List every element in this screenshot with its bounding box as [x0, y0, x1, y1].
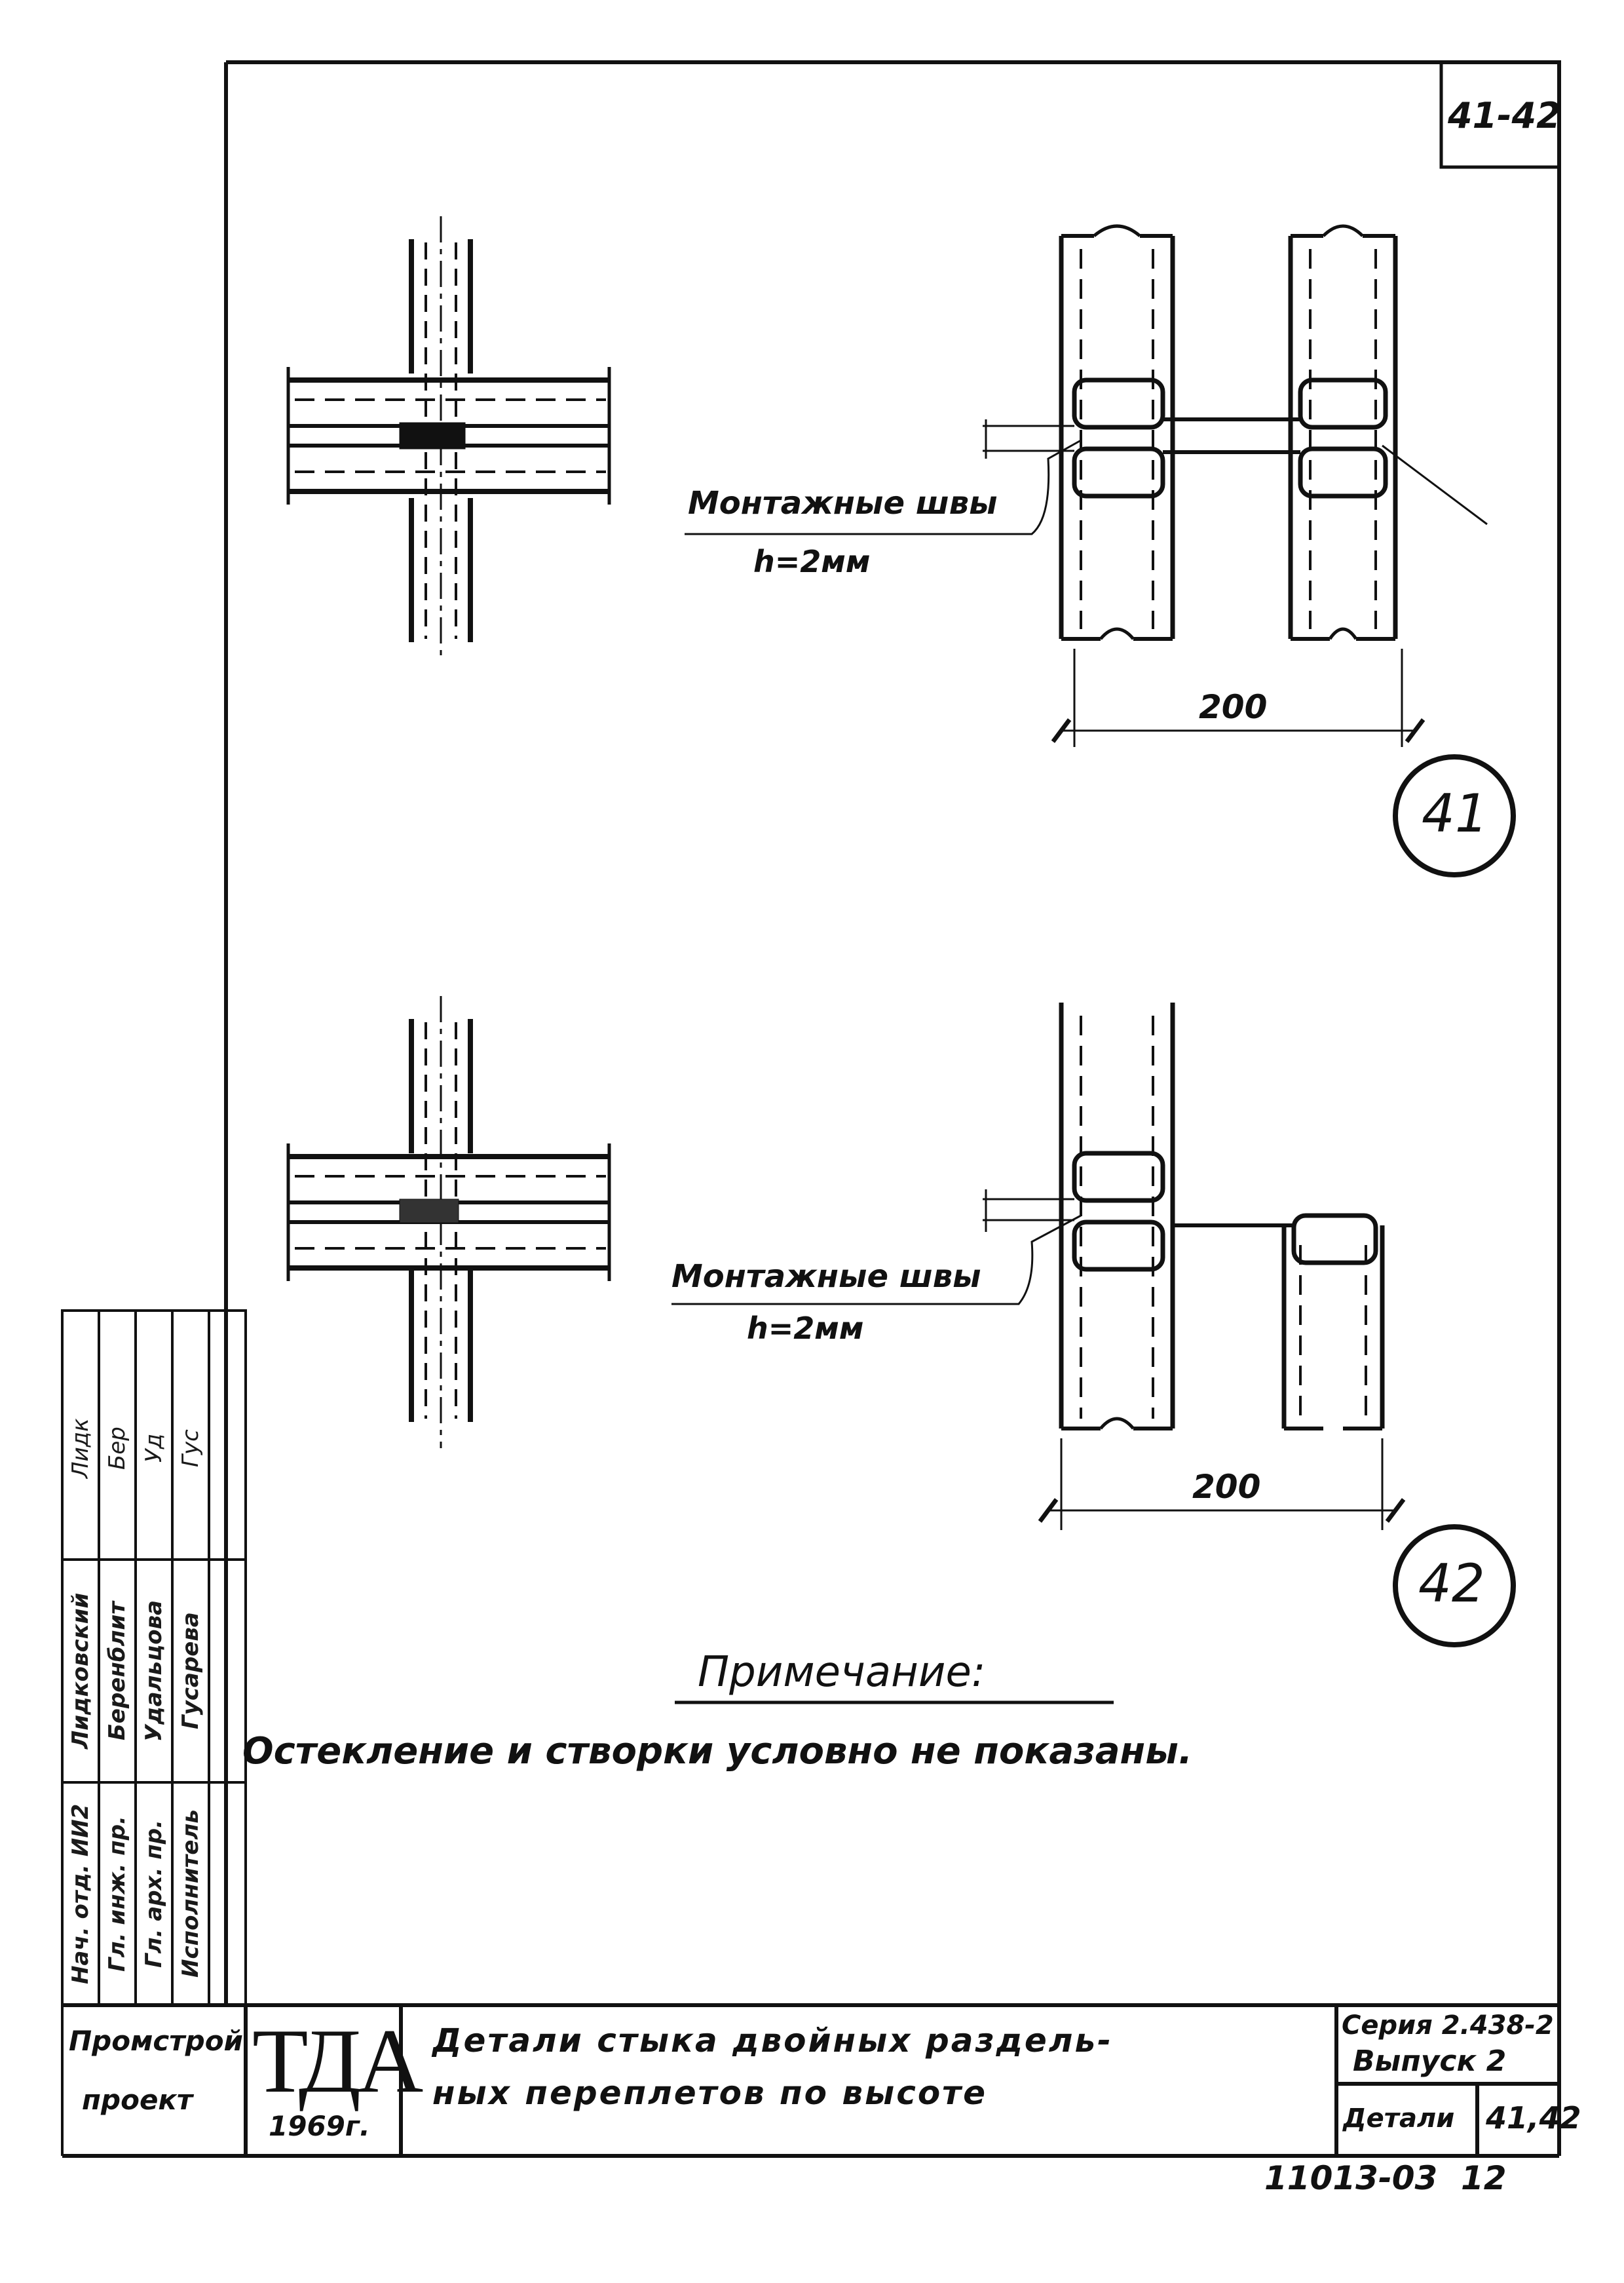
approval-role-2: Гл. инж. пр. [104, 1816, 130, 1972]
approval-signature-4: Гус [178, 1429, 204, 1467]
organization-line-2: проект [82, 2084, 193, 2116]
approval-role-1: Нач. отд. ИИ2 [67, 1803, 94, 1984]
approval-name-1: Лидковский [67, 1592, 94, 1750]
detail-42-weld-height: h=2мм [747, 1311, 864, 1346]
organization-line-1: Промстрой [69, 2025, 243, 2057]
detail-41-dimension: 200 [1199, 688, 1268, 726]
detail-42-callout-circle [1393, 1524, 1516, 1647]
approval-name-2: Беренблит [104, 1601, 130, 1741]
title-line-2: ных переплетов по высоте [432, 2074, 988, 2112]
archive-suffix: 12 [1461, 2159, 1507, 2197]
detail-41-callout-circle [1393, 754, 1516, 877]
year: 1969г. [269, 2110, 370, 2142]
logo-tda: ТДА [252, 2010, 423, 2112]
sheet-number: 41-42 [1448, 95, 1561, 136]
sheet-number-box [1439, 62, 1559, 169]
detail-42-weld-label: Монтажные швы [671, 1258, 981, 1295]
detail-41-plan [286, 216, 611, 662]
detail-41-weld-height: h=2мм [753, 544, 871, 579]
title-line-1: Детали стыка двойных раздель- [432, 2022, 1113, 2060]
approval-signature-2: Бер [104, 1427, 130, 1470]
sheets: 41,42 [1486, 2100, 1581, 2136]
approval-role-4: Исполнитель [178, 1809, 204, 1978]
detail-42-callout: 42 [1418, 1553, 1485, 1614]
section: Детали [1343, 2103, 1455, 2134]
note-text: Остекление и створки условно не показаны… [242, 1730, 1193, 1773]
archive-code: 11013-03 [1264, 2159, 1438, 2197]
approval-role-3: Гл. арх. пр. [141, 1819, 167, 1968]
detail-42-plan [286, 996, 611, 1448]
series: Серия 2.438-2 [1342, 2010, 1554, 2041]
detail-41-section [685, 224, 1488, 747]
detail-41-weld-label: Монтажные швы [688, 485, 998, 522]
note-heading: Примечание: [698, 1648, 986, 1697]
approval-signature-3: Уд [141, 1433, 167, 1463]
approval-name-4: Гусарева [178, 1612, 204, 1730]
approval-name-3: Удальцова [141, 1600, 167, 1742]
approval-signature-1: Лидк [67, 1418, 94, 1478]
title-block-grid [62, 2003, 1559, 2156]
detail-42-dimension: 200 [1192, 1468, 1261, 1506]
detail-41-callout: 41 [1422, 783, 1488, 844]
detail-42-section [671, 1003, 1406, 1530]
issue: Выпуск 2 [1353, 2044, 1507, 2078]
